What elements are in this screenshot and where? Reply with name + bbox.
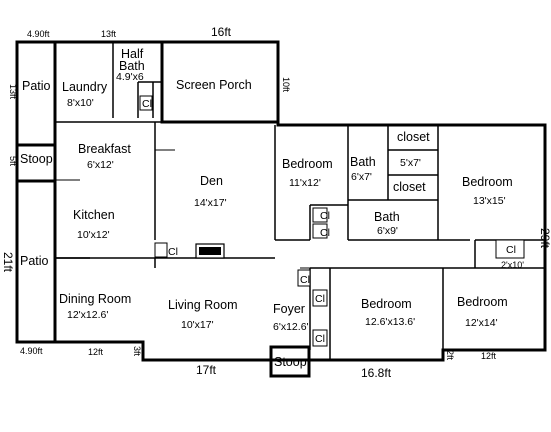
- dim-bottom-12b: 12ft: [481, 351, 497, 361]
- dim-bottom-168: 16.8ft: [361, 366, 392, 380]
- closet-dims: 5'x7': [400, 157, 421, 169]
- closet-label-7: Cl: [315, 333, 325, 345]
- closet-label-2: Cl: [168, 246, 178, 258]
- closet-box: [312, 329, 328, 347]
- closet-box: [154, 242, 168, 258]
- closet-box: [312, 207, 328, 223]
- half-bath-label-2: Bath: [119, 59, 145, 73]
- den-label: Den: [200, 174, 223, 188]
- closet-box: [312, 223, 328, 239]
- closet-label-4: Cl: [320, 227, 330, 239]
- laundry-dims: 8'x10': [67, 97, 94, 109]
- closet-hall-dims: 2'x10': [501, 260, 524, 270]
- closet-label-3: Cl: [320, 210, 330, 222]
- patio-bottom-label: Patio: [20, 254, 49, 268]
- half-bath-label-1: Half: [121, 47, 144, 61]
- bedroom-mid-dims: 11'x12': [289, 177, 321, 189]
- stoop-front-label: Stoop: [274, 355, 307, 369]
- bath-small-label: Bath: [350, 155, 376, 169]
- dim-top-13: 13ft: [101, 29, 117, 39]
- closet-box: [297, 269, 311, 287]
- closet-label-5: Cl: [300, 274, 310, 286]
- bedroom-se1-label: Bedroom: [361, 297, 412, 311]
- dim-small-a: 3ft: [132, 346, 142, 357]
- bath-mid-label: Bath: [374, 210, 400, 224]
- dining-label: Dining Room: [59, 292, 131, 306]
- closet-label-8: Cl: [506, 244, 516, 256]
- dim-left-13: 13ft: [8, 84, 18, 100]
- closet-label-6: Cl: [315, 293, 325, 305]
- dim-left-5: 5ft: [8, 156, 18, 167]
- dining-dims: 12'x12.6': [67, 309, 108, 321]
- closet-top-label: closet: [397, 130, 430, 144]
- bedroom-se1-dims: 12.6'x13.6': [365, 316, 415, 328]
- living-label: Living Room: [168, 298, 237, 312]
- dim-porch-10: 10ft: [281, 77, 291, 93]
- closet-box: [139, 95, 153, 111]
- closet-box: [312, 289, 328, 307]
- breakfast-dims: 6'x12': [87, 159, 114, 171]
- den-dims: 14'x17': [194, 197, 227, 209]
- door-marks: [55, 95, 475, 269]
- patio-top-label: Patio: [22, 79, 51, 93]
- bedroom-ne-dims: 13'x15': [473, 195, 506, 207]
- foyer-dims: 6'x12.6': [273, 321, 309, 333]
- foyer-label: Foyer: [273, 302, 305, 316]
- bedroom-mid-label: Bedroom: [282, 157, 333, 171]
- dim-top-16: 16ft: [211, 25, 232, 39]
- kitchen-label: Kitchen: [73, 208, 115, 222]
- kitchen-dims: 10'x12': [77, 229, 110, 241]
- stoop-left-label: Stoop: [20, 152, 53, 166]
- bedroom-se2-label: Bedroom: [457, 295, 508, 309]
- closet-label-1: Cl: [142, 98, 152, 110]
- screen-porch-label: Screen Porch: [176, 78, 252, 92]
- bath-small-dims: 6'x7': [351, 171, 372, 183]
- dim-bottom-12a: 12ft: [88, 347, 104, 357]
- bath-mid-dims: 6'x9': [377, 225, 398, 237]
- bedroom-se2-dims: 12'x14': [465, 317, 498, 329]
- closet-box: [495, 239, 525, 259]
- breakfast-label: Breakfast: [78, 142, 131, 156]
- fireplace-grate: [199, 247, 221, 255]
- exterior-walls: [15, 40, 547, 378]
- half-bath-dims: 4.9'x6: [116, 71, 144, 83]
- laundry-label: Laundry: [62, 80, 108, 94]
- dim-bottom-left: 4.90ft: [20, 346, 43, 356]
- dim-small-b: 2ft: [445, 350, 455, 361]
- dim-right-29: 29ft: [538, 228, 551, 249]
- dim-bottom-17: 17ft: [196, 363, 217, 377]
- dim-left-21: 21ft: [1, 252, 15, 273]
- living-dims: 10'x17': [181, 319, 214, 331]
- closet-bottom-label: closet: [393, 180, 426, 194]
- bedroom-ne-label: Bedroom: [462, 175, 513, 189]
- dim-top-left: 4.90ft: [27, 29, 50, 39]
